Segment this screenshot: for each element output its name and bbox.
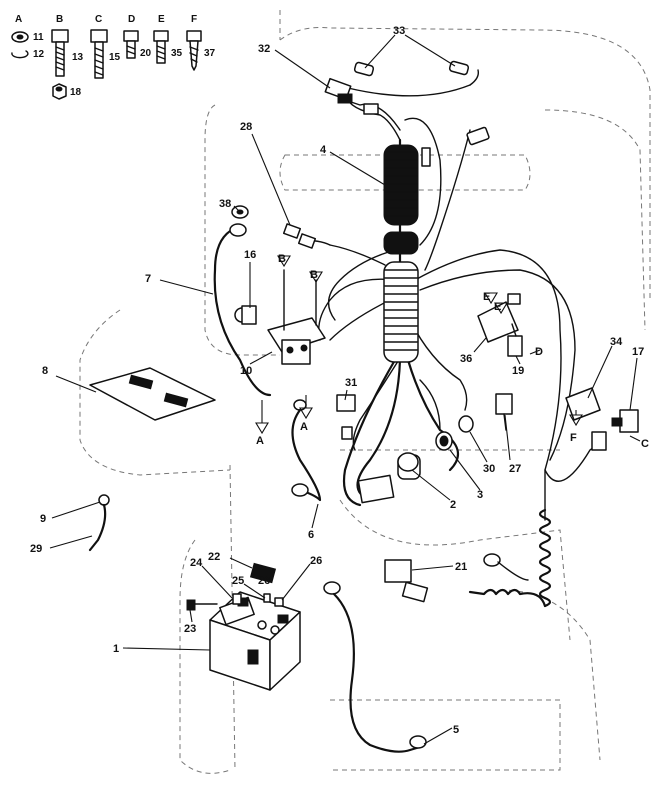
coiled-cord [468, 508, 552, 608]
battery-bolt [186, 599, 218, 611]
callout-29: 29 [30, 543, 42, 555]
hex-bolt-d-icon [123, 30, 139, 59]
connector-letter-a: A [256, 435, 264, 447]
connector-letter-c: C [641, 438, 649, 450]
wire-terminals [282, 223, 317, 249]
hex-bolt-b-icon [51, 29, 69, 77]
connector-letter-f: F [570, 432, 577, 444]
callout-31: 31 [345, 377, 357, 389]
part-callouts: 1 2 3 4 5 6 7 8 9 10 16 17 19 21 22 23 2… [30, 25, 644, 736]
callout-3: 3 [477, 489, 483, 501]
bushing [234, 305, 257, 325]
key-item-35: 35 [171, 48, 183, 59]
callout-21: 21 [455, 561, 467, 573]
key-letter-f: F [191, 14, 197, 25]
leader-lines [49, 34, 638, 745]
callout-1: 1 [113, 643, 119, 655]
fuse-holder [324, 77, 353, 104]
callout-33: 33 [393, 25, 405, 37]
key-item-11: 11 [33, 32, 44, 43]
key-letter-c: C [95, 14, 102, 25]
connector-letter-a: A [300, 421, 308, 433]
callout-36: 36 [460, 353, 472, 365]
battery-negative-cable [291, 399, 322, 502]
terminal-hardware [232, 593, 284, 607]
key-letter-d: D [128, 14, 135, 25]
callout-8: 8 [42, 365, 48, 377]
callout-22: 22 [208, 551, 220, 563]
hardware-key: A B C D E F 11 12 18 13 15 [11, 14, 216, 100]
safety-switch-plate [89, 367, 216, 421]
callout-9: 9 [40, 513, 46, 525]
connector-letter-d: D [535, 346, 543, 358]
ignition-switch [397, 431, 453, 472]
key-item-12: 12 [33, 49, 45, 60]
callout-28: 28 [240, 121, 252, 133]
key-item-13: 13 [72, 52, 84, 63]
pto-switch [507, 323, 523, 357]
wire-harness [299, 69, 606, 521]
key-item-37: 37 [204, 48, 216, 59]
relay [384, 559, 429, 603]
battery-positive-cable [323, 581, 427, 753]
connector-letter-e: E [483, 291, 490, 303]
callout-17: 17 [632, 346, 644, 358]
convoluted-conduit [383, 144, 419, 363]
key-item-15: 15 [109, 52, 121, 63]
callout-32: 32 [258, 43, 270, 55]
switch-lead [88, 494, 110, 552]
key-letter-b: B [56, 14, 63, 25]
lock-washer-icon [11, 50, 29, 59]
connector-letter-b: B [310, 269, 318, 281]
callout-4: 4 [320, 144, 327, 156]
hex-nut-icon [52, 83, 67, 100]
callout-2: 2 [450, 499, 456, 511]
callout-10: 10 [240, 365, 252, 377]
callout-34: 34 [610, 336, 623, 348]
callout-6: 6 [308, 529, 314, 541]
starter-solenoid [267, 269, 326, 365]
screw-f-icon [186, 30, 202, 71]
callout-30: 30 [483, 463, 495, 475]
screw-e-icon [153, 30, 169, 64]
terminal-cover [249, 562, 277, 584]
callout-27: 27 [509, 463, 521, 475]
light-switch [458, 393, 513, 433]
battery [209, 591, 301, 691]
callout-19: 19 [512, 365, 524, 377]
callout-38: 38 [219, 198, 231, 210]
callout-26: 26 [310, 555, 322, 567]
callout-25: 25 [232, 575, 244, 587]
key-item-18: 18 [70, 87, 82, 98]
callout-24: 24 [190, 557, 203, 569]
key-letter-e: E [158, 14, 165, 25]
hex-bolt-c-icon [90, 29, 108, 79]
harness-connector-plug [363, 103, 490, 167]
clutch-switch-bracket [565, 387, 639, 451]
connection-markers [255, 255, 641, 442]
ignition-switch-connector [336, 394, 356, 440]
connector-letter-e: E [494, 301, 501, 313]
callout-7: 7 [145, 273, 151, 285]
callout-5: 5 [453, 724, 459, 736]
callout-16: 16 [244, 249, 256, 261]
callout-26: 26 [258, 575, 270, 587]
connector-letter-b: B [278, 253, 286, 265]
key-letter-a: A [15, 14, 22, 25]
key-item-20: 20 [140, 48, 152, 59]
callout-23: 23 [184, 623, 196, 635]
fuse-icon [353, 60, 470, 77]
